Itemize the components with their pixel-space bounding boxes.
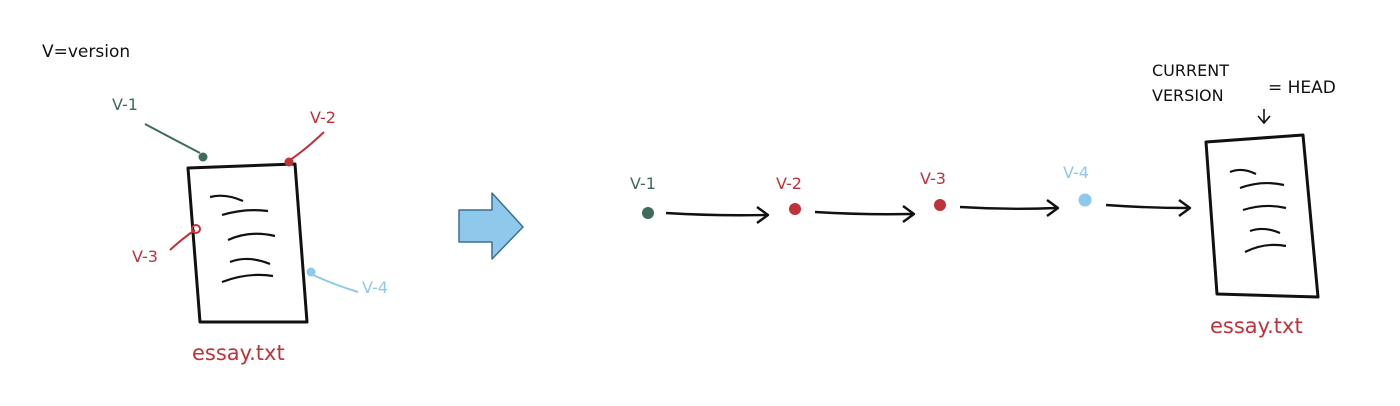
left-version-3-leader [169, 229, 196, 251]
timeline-version-3-dot [934, 199, 946, 211]
left-version-1-label: V-1 [112, 95, 138, 114]
head-pointer-arrow-icon [1257, 109, 1271, 125]
left-file [186, 162, 309, 324]
timeline-version-4-dot [1078, 193, 1092, 207]
left-version-1-dot [198, 152, 208, 162]
left-file-line-4 [229, 257, 271, 266]
timeline-arrow-3 [959, 199, 1060, 217]
timeline-version-3: V-3 [920, 169, 946, 211]
left-version-2-dot [284, 157, 294, 167]
timeline-arrow-1 [665, 206, 770, 224]
legend-text: V=version [42, 42, 130, 62]
transition-arrow-icon [458, 192, 524, 260]
left-version-4-dot [306, 267, 316, 277]
right-file-line-5 [1244, 243, 1287, 253]
left-version-3: V-3 [132, 224, 201, 266]
right-file-line-3 [1242, 204, 1287, 212]
left-version-3-label: V-3 [132, 247, 158, 266]
left-version-2-label: V-2 [310, 108, 336, 127]
right-file [1204, 133, 1320, 299]
timeline-arrow-4 [1105, 199, 1192, 217]
left-version-3-dot [191, 224, 201, 234]
left-file-line-1 [209, 194, 244, 203]
timeline-version-1: V-1 [630, 174, 656, 219]
left-version-1: V-1 [112, 95, 208, 162]
left-version-4-label: V-4 [362, 278, 388, 297]
head-annotation-line-1: CURRENT [1152, 61, 1229, 80]
left-version-4-leader [312, 274, 359, 293]
timeline-version-1-dot [642, 207, 654, 219]
left-version-2-leader [289, 131, 325, 161]
left-version-4: V-4 [306, 267, 388, 297]
left-filename: essay.txt [192, 341, 285, 365]
timeline-version-4-label: V-4 [1063, 163, 1089, 182]
timeline-version-2: V-2 [776, 174, 802, 215]
timeline-arrow-2 [814, 205, 916, 223]
right-file-outline [1204, 133, 1320, 299]
left-file-line-5 [221, 273, 274, 284]
timeline-version-4: V-4 [1063, 163, 1092, 207]
right-file-line-4 [1249, 227, 1281, 235]
timeline-version-2-label: V-2 [776, 174, 802, 193]
head-annotation-line-2: VERSION [1152, 86, 1224, 105]
left-file-outline [186, 162, 309, 324]
timeline-version-1-label: V-1 [630, 174, 656, 193]
head-annotation-equals: = HEAD [1268, 78, 1336, 98]
left-version-1-leader [144, 123, 201, 154]
right-filename: essay.txt [1210, 314, 1303, 338]
right-file-line-2 [1239, 181, 1285, 190]
right-file-line-1 [1229, 168, 1257, 175]
timeline-version-2-dot [789, 203, 801, 215]
left-file-line-3 [227, 232, 276, 242]
timeline-version-3-label: V-3 [920, 169, 946, 188]
left-file-line-2 [221, 209, 269, 217]
left-version-2: V-2 [284, 108, 336, 167]
